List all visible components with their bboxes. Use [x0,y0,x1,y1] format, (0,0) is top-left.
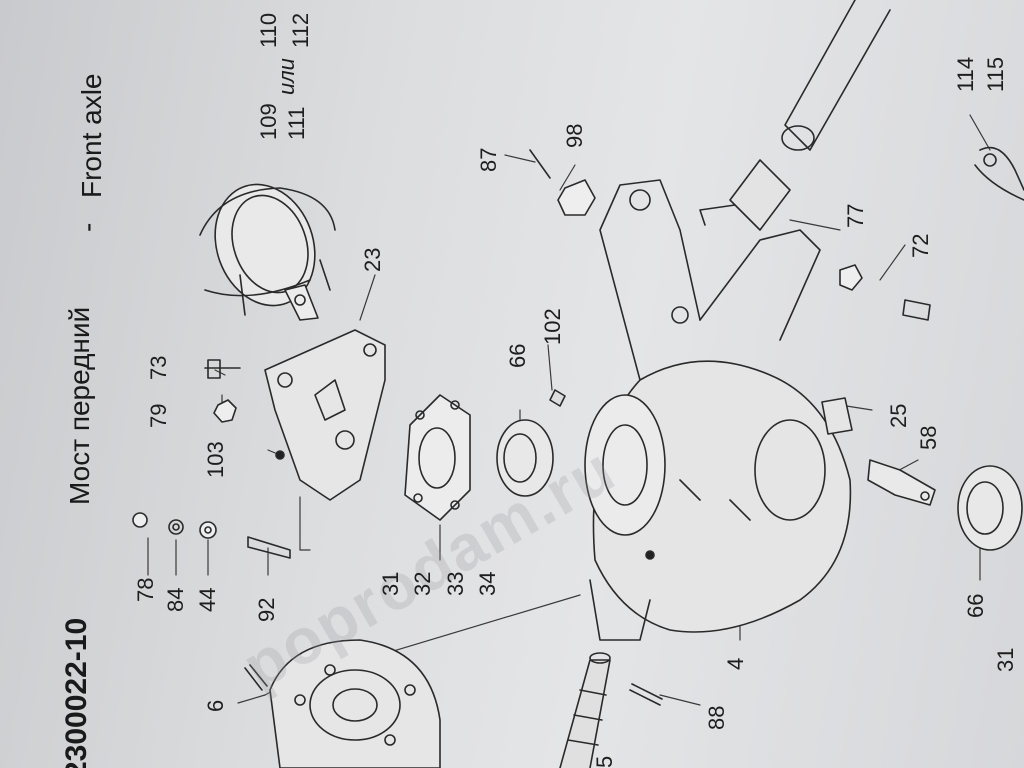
title-english: Front axle [76,73,107,199]
title-russian: Мост передний [64,306,95,505]
callout-25: 25 [886,403,911,428]
callout-6: 6 [203,699,228,712]
callout-44: 44 [195,587,220,612]
knuckle-housing [584,179,852,641]
callout-110: 110 [256,12,281,48]
callout-or: или [274,58,299,95]
bracket-plate [264,329,386,501]
callout-58: 58 [916,425,941,450]
callout-4: 4 [723,657,748,670]
callout-114: 114 [953,56,978,92]
callout-109: 109 [256,103,281,140]
axle-shaft [559,652,663,768]
callout-79: 79 [146,403,171,428]
steering-arm [974,146,1024,201]
callout-5: 5 [592,755,617,768]
callout-112: 112 [288,12,313,48]
callout-32: 32 [410,571,435,596]
catalog-code: -2300022-10 [60,617,93,768]
callout-73: 73 [146,355,171,380]
callout-98: 98 [562,123,587,148]
hub-flange [244,639,441,768]
seal-ring [496,389,1023,551]
callout-33: 33 [443,571,468,596]
callout-87: 87 [476,147,501,172]
title-separator: - [72,222,103,232]
gasket [404,394,471,521]
callout-66b: 66 [963,593,988,618]
callout-111: 111 [284,106,309,140]
callout-78: 78 [133,577,158,602]
callout-88: 88 [704,705,729,730]
callout-102: 102 [540,308,565,345]
callout-77: 77 [843,203,868,228]
callout-31b: 31 [993,647,1018,672]
callout-72: 72 [908,233,933,258]
small-bolts [132,359,291,559]
callout-92: 92 [254,597,279,622]
callout-31a: 31 [378,571,403,596]
callout-115: 115 [983,56,1008,92]
callout-23: 23 [360,247,385,272]
callout-103: 103 [203,441,228,478]
brake-chamber [199,183,336,321]
callout-66a: 66 [505,343,530,368]
tie-rod [529,0,931,321]
callout-84: 84 [163,587,188,612]
callout-34: 34 [475,571,500,596]
wedge-and-bracket [821,397,936,506]
